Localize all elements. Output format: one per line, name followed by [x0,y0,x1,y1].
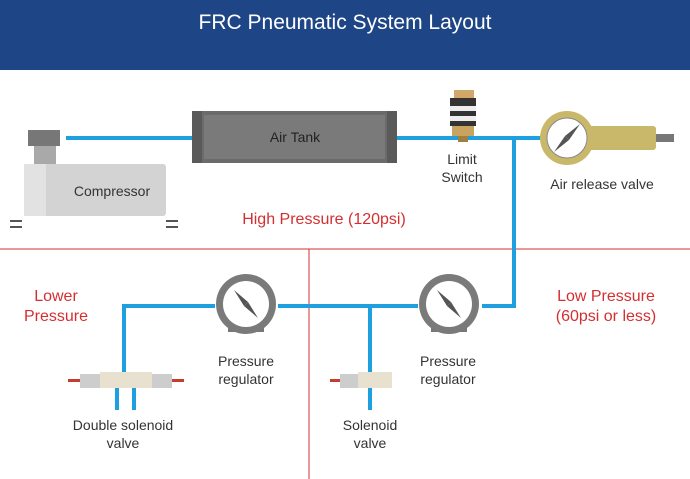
low-pressure-zone-label-line-1: Low Pressure [557,288,655,305]
air-tank-icon [192,111,397,163]
low-pressure-zone-label: Low Pressure (60psi or less) [536,287,676,327]
solenoid-valve-icon [330,372,392,388]
pressure-regulator-right-icon [419,274,479,334]
tubing [66,136,545,410]
pressure-regulator-right-label-line-1: Pressure [419,353,477,369]
compressor-icon [10,130,178,228]
double-solenoid-valve-icon [68,372,184,388]
compressor-label: Compressor [73,183,151,199]
title-bar: FRC Pneumatic System Layout [0,0,690,70]
diagram-title: FRC Pneumatic System Layout [198,11,492,34]
double-solenoid-valve-label-line-2: valve [106,435,140,451]
high-pressure-zone-label: High Pressure (120psi) [242,211,406,228]
limit-switch-label-line-1: Limit [447,151,477,167]
air-release-valve-label: Air release valve [550,176,654,192]
zone-dividers [0,248,690,479]
double-solenoid-valve-label-line-1: Double solenoid [72,417,174,433]
pressure-regulator-left-label-line-1: Pressure [217,353,275,369]
low-pressure-zone-label-line-2: (60psi or less) [555,308,657,325]
lower-pressure-zone-label: Lower Pressure [14,287,98,327]
lower-pressure-zone-label-line-2: Pressure [23,308,89,325]
air-release-valve-icon [540,111,674,165]
lower-pressure-zone-label-line-1: Lower [34,288,78,305]
solenoid-valve-label: Solenoid valve [330,416,410,452]
pressure-regulator-right-label: Pressure regulator [398,352,498,388]
pressure-regulator-left-label-line-2: regulator [218,371,274,387]
pressure-regulator-right-label-line-2: regulator [420,371,476,387]
limit-switch-icon [450,90,476,142]
solenoid-valve-label-line-2: valve [353,435,387,451]
limit-switch-label-line-2: Switch [441,169,483,185]
tube-left-regulator-to-double-solenoid [122,304,215,376]
pressure-regulator-left-icon [216,274,276,334]
air-tank-label: Air Tank [269,129,321,145]
double-solenoid-valve-label: Double solenoid valve [58,416,188,452]
limit-switch-label: Limit Switch [422,150,502,186]
solenoid-valve-label-line-1: Solenoid [342,417,398,433]
tube-main-to-right-regulator [482,138,516,308]
pressure-regulator-left-label: Pressure regulator [196,352,296,388]
